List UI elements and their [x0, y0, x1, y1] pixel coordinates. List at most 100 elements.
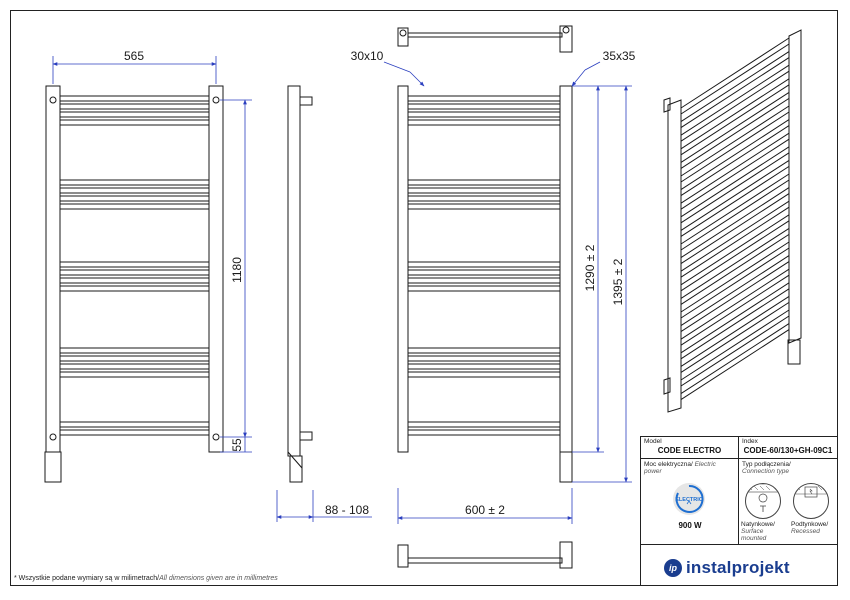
dim-width-total-label: 600 ± 2 — [465, 503, 505, 517]
towel-bar — [407, 95, 561, 102]
towel-bar — [407, 347, 561, 354]
towel-bar — [59, 203, 210, 210]
towel-bar — [59, 187, 210, 194]
iso-bar — [680, 295, 790, 374]
power-cell: Moc elektryczna/ Electric power ELECTRIC… — [641, 459, 739, 545]
towel-bar — [59, 363, 210, 370]
dim-side-depth-label: 88 - 108 — [325, 503, 369, 517]
dim-back-width: 600 ± 2 — [397, 488, 573, 524]
connection-cell: Typ podłączenia/Connection type Natynkow… — [739, 459, 837, 545]
top-view — [397, 25, 573, 53]
iso-bar — [680, 281, 790, 360]
towel-bar — [407, 179, 561, 186]
recessed-label: Podtynkowe/ — [791, 521, 829, 528]
front-view — [44, 85, 224, 483]
towel-bar — [59, 371, 210, 378]
dim-back-heights: 1290 ± 2 1395 ± 2 — [572, 85, 632, 483]
towel-bar — [59, 429, 210, 436]
dim-profiles: 30x10 35x35 — [351, 49, 636, 87]
iso-bar — [680, 241, 790, 319]
towel-bar — [59, 421, 210, 428]
dim-height-inner-label: 1290 ± 2 — [583, 244, 597, 291]
towel-bar — [407, 111, 561, 118]
footnote-en: All dimensions given are in millimetres — [159, 575, 278, 582]
towel-bar — [407, 429, 561, 436]
towel-bar — [59, 111, 210, 118]
model-cell: Model CODE ELECTRO — [641, 437, 739, 459]
towel-bar — [407, 269, 561, 276]
iso-bar — [680, 227, 790, 306]
towel-bar — [59, 103, 210, 110]
towel-bar — [407, 187, 561, 194]
iso-bar — [680, 118, 790, 197]
towel-bar — [59, 269, 210, 276]
drawing-frame — [10, 10, 838, 586]
towel-bar — [407, 363, 561, 370]
brand-mark-icon: ip — [664, 559, 682, 577]
connection-label: Typ podłączenia/ — [742, 461, 791, 468]
index-value: CODE-60/130+GH-09C1 — [743, 446, 833, 455]
towel-bar — [59, 277, 210, 284]
dim-front-width: 565 — [52, 49, 217, 84]
iso-bar — [680, 309, 790, 387]
isometric-view — [663, 29, 802, 413]
iso-bar — [680, 132, 790, 211]
iso-bar — [680, 50, 790, 129]
towel-bar — [407, 355, 561, 362]
dim-front-height-label: 1180 — [230, 257, 244, 283]
towel-bar — [59, 285, 210, 292]
iso-bar — [680, 77, 790, 156]
dim-front-bottom-label: 55 — [230, 438, 244, 452]
iso-bar — [680, 254, 790, 333]
dim-height-total-label: 1395 ± 2 — [611, 258, 625, 305]
towel-bar — [59, 355, 210, 362]
iso-bar — [680, 145, 790, 224]
model-value: CODE ELECTRO — [657, 446, 722, 455]
iso-bar — [680, 186, 790, 265]
towel-bar — [59, 119, 210, 126]
towel-bar — [407, 203, 561, 210]
dim-side-depth: 88 - 108 — [276, 490, 372, 522]
side-view — [287, 85, 313, 483]
footnote-pl: * Wszystkie podane wymiary są w milimetr… — [14, 575, 160, 582]
towel-bar — [407, 119, 561, 126]
towel-bar — [407, 285, 561, 292]
index-label: Index — [742, 438, 758, 445]
brand-name: instalprojekt — [686, 558, 790, 577]
towel-bar — [59, 95, 210, 102]
brand-logo: ip instalprojekt — [664, 558, 790, 578]
towel-bar — [407, 195, 561, 202]
model-label: Model — [644, 438, 662, 445]
recessed-icon — [793, 483, 829, 519]
power-value: 900 W — [678, 521, 702, 530]
connection-label-en: Connection type — [742, 468, 789, 475]
iso-bar — [680, 159, 790, 238]
recessed-label-en: Recessed — [791, 528, 820, 535]
index-cell: Index CODE-60/130+GH-09C1 — [739, 437, 837, 459]
iso-bar — [680, 213, 790, 292]
dim-top-right-label: 35x35 — [603, 49, 636, 63]
towel-bar — [407, 421, 561, 428]
iso-bar — [680, 37, 790, 115]
towel-bar — [407, 371, 561, 378]
iso-bar — [680, 105, 790, 183]
iso-bar — [680, 268, 790, 347]
power-label-en: Electric power — [644, 461, 716, 475]
iso-bar — [680, 64, 790, 143]
towel-bar — [407, 277, 561, 284]
electric-text: ELECTRIC — [675, 497, 703, 503]
towel-bar — [59, 261, 210, 268]
back-view — [397, 85, 573, 483]
surface-label: Natynkowe/ — [741, 521, 775, 528]
iso-bar — [680, 173, 790, 251]
iso-bar — [680, 322, 790, 401]
dim-front-width-label: 565 — [124, 49, 144, 63]
surface-label-en: Surface mounted — [741, 528, 767, 542]
iso-bar — [680, 200, 790, 279]
towel-bar — [59, 179, 210, 186]
dim-top-left-label: 30x10 — [351, 49, 384, 63]
iso-bar — [680, 91, 790, 170]
towel-bar — [59, 347, 210, 354]
surface-mounted-icon — [745, 483, 781, 519]
